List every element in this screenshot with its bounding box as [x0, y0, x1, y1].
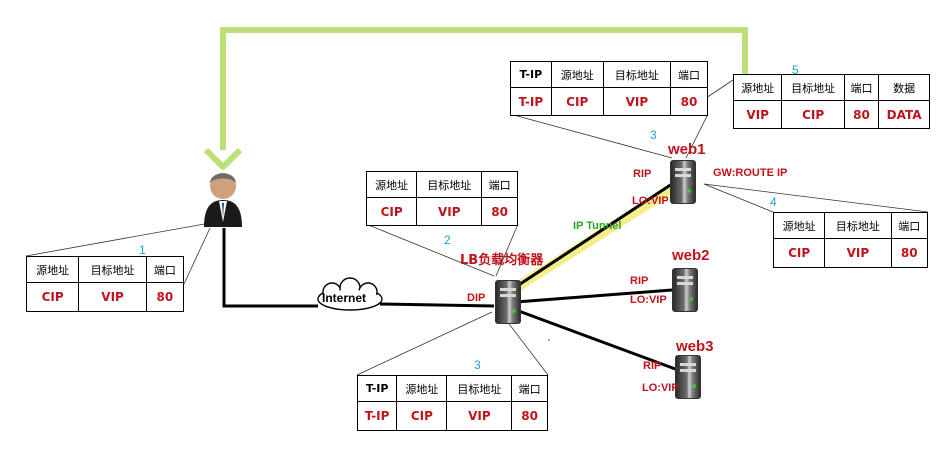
value-tunnel-ip: T-IP	[510, 87, 552, 116]
value-dst: CIP	[781, 100, 845, 129]
web3-rip-label: RIP	[643, 360, 662, 372]
web2-rip-label: RIP	[630, 275, 649, 287]
value-src: CIP	[365, 197, 418, 226]
step-number-1: 1	[139, 243, 146, 257]
header-dst: 目标地址	[446, 375, 513, 402]
header-src: 源地址	[396, 375, 448, 402]
web2-server-icon	[672, 268, 698, 312]
value-src: CIP	[772, 238, 826, 268]
user-icon	[204, 173, 242, 227]
value-port: 80	[481, 197, 518, 226]
value-src: CIP	[25, 282, 80, 312]
step-number-5: 5	[792, 63, 799, 77]
value-port: 80	[145, 282, 185, 312]
header-data: 数据	[878, 74, 930, 101]
value-port: 80	[890, 238, 929, 268]
value-dst: VIP	[78, 282, 147, 312]
value-port: 80	[843, 100, 880, 129]
value-src: CIP	[550, 87, 604, 116]
header-src: 源地址	[772, 212, 826, 239]
step-number-4: 4	[770, 195, 777, 209]
client-link	[222, 228, 318, 308]
header-src: 源地址	[25, 256, 80, 283]
lb-label: LB负载均衡器	[460, 253, 544, 268]
marker-dot	[548, 339, 550, 341]
header-src: 源地址	[550, 61, 604, 88]
header-port: 端口	[669, 61, 709, 88]
web1-rip-label: RIP	[633, 168, 652, 180]
internet-lb-link	[379, 302, 495, 308]
value-src: CIP	[396, 401, 448, 431]
step-number-3-bottom: 3	[474, 358, 481, 372]
gateway-label: GW:ROUTE IP	[713, 167, 788, 179]
step-number-3-top: 3	[650, 128, 657, 142]
return-path-arrowhead	[203, 147, 243, 170]
value-port: 80	[511, 401, 548, 431]
value-tunnel-ip: T-IP	[356, 401, 398, 431]
lb-server-icon	[495, 280, 521, 324]
value-dst: VIP	[446, 401, 513, 431]
header-tunnel-ip: T-IP	[510, 61, 552, 88]
web1-label: web1	[668, 141, 706, 158]
lb-web1-link	[507, 178, 679, 294]
value-dst: VIP	[602, 87, 671, 116]
header-port: 端口	[511, 375, 548, 402]
web3-lovip-label: LO:VIP	[642, 382, 679, 394]
header-dst: 目标地址	[781, 74, 845, 101]
step-number-2: 2	[444, 233, 451, 247]
internet-cloud-icon	[317, 277, 383, 311]
return-path-line	[220, 27, 748, 150]
lb-web3-link	[515, 308, 679, 372]
web2-label: web2	[672, 247, 710, 264]
header-port: 端口	[890, 212, 929, 239]
web1-lovip-label: LO:VIP	[632, 195, 669, 207]
web1-server-icon	[670, 160, 696, 204]
header-tunnel-ip: T-IP	[356, 375, 398, 402]
value-data: DATA	[878, 100, 930, 129]
header-port: 端口	[843, 74, 880, 101]
value-src: VIP	[732, 100, 783, 129]
lb-web2-link	[515, 288, 673, 304]
web3-label: web3	[676, 338, 714, 355]
header-src: 源地址	[732, 74, 783, 101]
header-dst: 目标地址	[824, 212, 892, 239]
header-src: 源地址	[365, 171, 418, 198]
value-port: 80	[669, 87, 709, 116]
dip-label: DIP	[467, 292, 486, 304]
header-dst: 目标地址	[602, 61, 671, 88]
header-dst: 目标地址	[416, 171, 483, 198]
header-port: 端口	[145, 256, 185, 283]
value-dst: VIP	[824, 238, 892, 268]
ip-tunnel-label: IP Tunnel	[573, 220, 622, 232]
web2-lovip-label: LO:VIP	[630, 294, 667, 306]
web3-server-icon	[675, 355, 701, 399]
header-port: 端口	[481, 171, 518, 198]
internet-label: Internet	[322, 291, 367, 305]
header-dst: 目标地址	[78, 256, 147, 283]
value-dst: VIP	[416, 197, 483, 226]
